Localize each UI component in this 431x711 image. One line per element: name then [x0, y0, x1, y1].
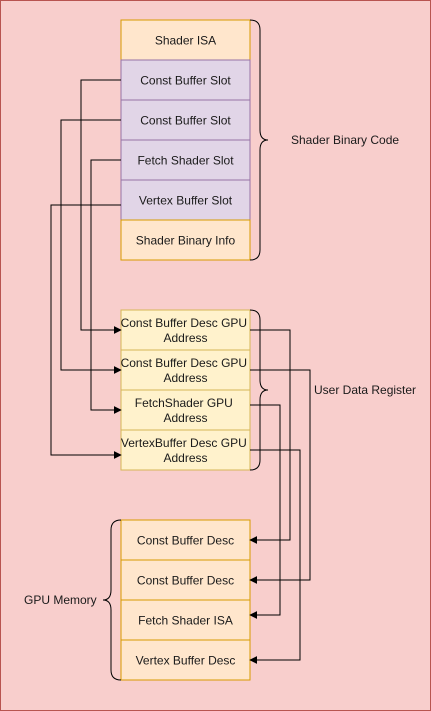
gpu-memory-stack: Const Buffer Desc Const Buffer Desc Fetc…: [120, 519, 251, 681]
user-data-stack: Const Buffer Desc GPU Address Const Buff…: [120, 309, 251, 471]
address-connectors: [249, 329, 311, 664]
user-data-row-2: FetchShader GPU Address: [120, 389, 251, 431]
connector-fetch-address: [249, 404, 281, 619]
shader-binary-row-0: Shader ISA: [120, 19, 251, 61]
user-data-brace: [249, 309, 269, 471]
gpu-memory-row-1: Const Buffer Desc: [120, 559, 251, 601]
user-data-row-0-label: Const Buffer Desc GPU Address: [121, 316, 251, 345]
user-data-row-1: Const Buffer Desc GPU Address: [120, 349, 251, 391]
user-data-row-3: VertexBuffer Desc GPU Address: [120, 429, 251, 471]
shader-binary-row-3: Fetch Shader Slot: [120, 139, 251, 181]
gpu-memory-row-0: Const Buffer Desc: [120, 519, 251, 561]
gpu-memory-brace-label: GPU Memory: [24, 593, 97, 607]
shader-binary-brace: [249, 19, 269, 261]
shader-binary-row-3-label: Fetch Shader Slot: [137, 154, 234, 168]
connector-const-address-1: [249, 329, 291, 544]
connector-vertex-address: [249, 449, 301, 664]
shader-binary-row-0-label: Shader ISA: [155, 34, 216, 48]
connector-vertex-slot: [50, 204, 122, 459]
shader-binary-row-4: Vertex Buffer Slot: [120, 179, 251, 221]
shader-binary-row-5-label: Shader Binary Info: [136, 234, 236, 248]
shader-binary-row-1-label: Const Buffer Slot: [140, 74, 231, 88]
gpu-memory-row-2: Fetch Shader ISA: [120, 599, 251, 641]
gpu-memory-row-0-label: Const Buffer Desc: [137, 534, 234, 548]
shader-binary-brace-label: Shader Binary Code: [291, 133, 399, 147]
gpu-memory-row-1-label: Const Buffer Desc: [137, 574, 234, 588]
user-data-row-2-label: FetchShader GPU Address: [135, 396, 236, 425]
user-data-row-1-label: Const Buffer Desc GPU Address: [121, 356, 251, 385]
user-data-row-3-label: VertexBuffer Desc GPU Address: [121, 436, 250, 465]
shader-binary-row-4-label: Vertex Buffer Slot: [139, 194, 233, 208]
connector-fetch-slot: [90, 159, 122, 414]
shader-binary-row-1: Const Buffer Slot: [120, 59, 251, 101]
gpu-memory-row-2-label: Fetch Shader ISA: [138, 614, 233, 628]
shader-binary-row-2-label: Const Buffer Slot: [140, 114, 231, 128]
user-data-row-0: Const Buffer Desc GPU Address: [120, 309, 251, 351]
user-data-brace-label: User Data Register: [314, 383, 416, 397]
gpu-memory-row-3: Vertex Buffer Desc: [120, 639, 251, 681]
shader-binary-row-5: Shader Binary Info: [120, 219, 251, 261]
gpu-memory-row-3-label: Vertex Buffer Desc: [136, 654, 236, 668]
slot-connectors: [50, 79, 122, 459]
shader-binary-row-2: Const Buffer Slot: [120, 99, 251, 141]
gpu-memory-brace: [102, 519, 122, 681]
shader-binary-stack: Shader ISA Const Buffer Slot Const Buffe…: [120, 19, 251, 261]
